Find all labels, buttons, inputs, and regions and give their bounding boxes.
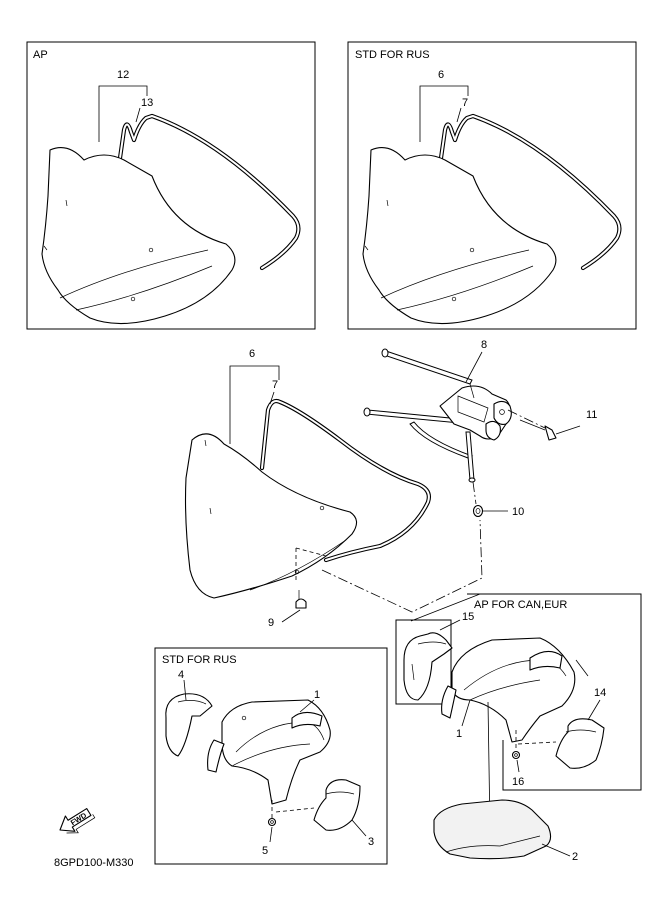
callout-10: 10 xyxy=(512,506,524,518)
panel-title-ap-can-eur: AP FOR CAN,EUR xyxy=(474,599,567,611)
panel-std-for-rus-bottom: STD FOR RUS 4 1 3 5 xyxy=(154,647,388,865)
callout-6-mid: 6 xyxy=(249,348,255,360)
fwd-arrow-icon: FWD xyxy=(59,808,96,834)
callout-4: 4 xyxy=(178,669,184,681)
callout-9: 9 xyxy=(268,617,274,629)
panel-ap-for-can-eur: AP FOR CAN,EUR 15 14 16 1 xyxy=(395,593,642,831)
callout-6-top: 6 xyxy=(438,69,444,81)
panel-ap: AP 12 13 xyxy=(26,41,316,330)
middle-assembly: 11 10 9 6 7 8 xyxy=(184,339,597,629)
callout-16: 16 xyxy=(512,776,524,788)
panel-title-std-rus-top: STD FOR RUS xyxy=(355,49,430,61)
diagram-code: 8GPD100-M330 xyxy=(54,857,134,869)
callout-7-mid: 7 xyxy=(272,379,278,391)
callout-12: 12 xyxy=(117,69,129,81)
callout-14: 14 xyxy=(594,687,606,699)
callout-2: 2 xyxy=(572,851,578,863)
callout-1-std: 1 xyxy=(314,689,320,701)
callout-3: 3 xyxy=(368,836,374,848)
panel-title-ap: AP xyxy=(33,49,48,61)
callout-5: 5 xyxy=(262,845,268,857)
callout-13: 13 xyxy=(141,97,153,109)
callout-11: 11 xyxy=(586,409,597,421)
callout-15: 15 xyxy=(462,611,474,623)
callout-8: 8 xyxy=(481,339,487,351)
callout-7-top: 7 xyxy=(462,97,468,109)
part-2-panel: 2 xyxy=(433,799,578,863)
callout-1-ap: 1 xyxy=(456,728,462,740)
panel-title-std-rus-bottom: STD FOR RUS xyxy=(162,654,237,666)
panel-std-for-rus-top: STD FOR RUS 6 7 xyxy=(347,41,637,330)
